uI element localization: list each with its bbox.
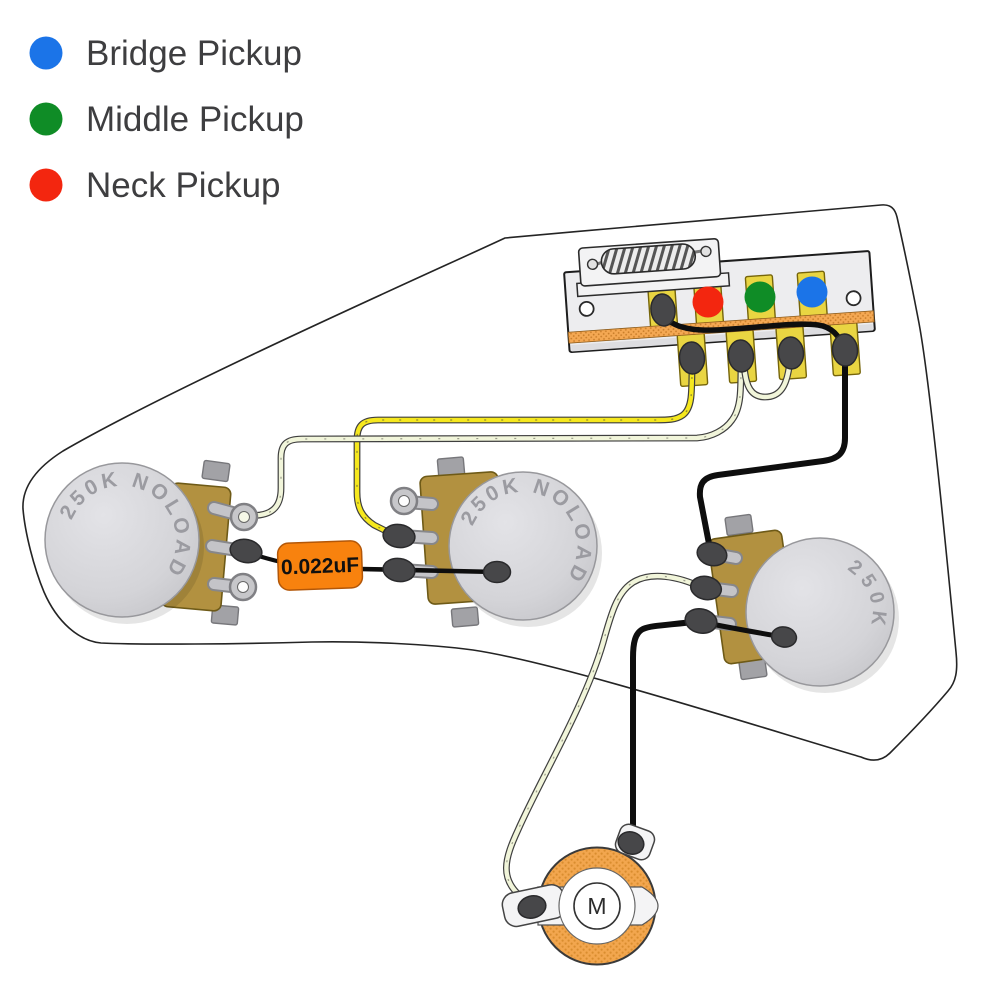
- bridge-position-dot-icon: [796, 276, 828, 308]
- wire-core: [239, 355, 744, 520]
- neck-pickup-dot-icon: [29, 168, 63, 202]
- solder-jack-tip: [517, 895, 547, 919]
- tone1-pot: 250K NOLOAD: [44, 459, 250, 626]
- pot-body: [745, 537, 895, 687]
- solder-joints: [229, 293, 859, 648]
- switch-spring-assembly: [576, 237, 731, 298]
- switch-mounting-hole: [845, 290, 862, 307]
- solder-switch-bottom1: [678, 341, 706, 375]
- pot-casing-tab: [201, 459, 231, 483]
- solder-switch-top1: [650, 293, 676, 327]
- solder-volume-casing-ground: [770, 626, 798, 648]
- pot-eyelets: [228, 486, 419, 602]
- output-jack: M: [501, 823, 659, 966]
- wire-white-switch-to-tone1: [238, 354, 745, 521]
- solder-volume-middle-lug: [689, 575, 723, 601]
- spring-hook-eye: [586, 258, 599, 271]
- legend-label-neck: Neck Pickup: [86, 166, 281, 205]
- eyelet-hole: [237, 581, 249, 593]
- eyelet-hole: [238, 511, 250, 523]
- solder-switch-bottom4: [831, 333, 859, 367]
- wire-black-switch-to-volume: [696, 352, 848, 552]
- capacitor-value: 0.022uF: [281, 554, 360, 580]
- wire-core: [741, 355, 793, 400]
- solder-tone2-bottom-lug: [382, 557, 416, 583]
- jack-mono-label: M: [587, 893, 606, 919]
- switch-pickup-dots: [692, 276, 828, 318]
- solder-jack-sleeve: [617, 830, 645, 856]
- middle-pickup-dot-icon: [29, 102, 63, 136]
- wire-white-volume-to-jack: [502, 572, 707, 903]
- wire-white-switch-jumper: [740, 354, 794, 401]
- solder-switch-bottom3: [777, 336, 805, 370]
- wire-yellow-switch-to-tone2: [353, 356, 696, 539]
- pot-body: [44, 462, 200, 618]
- wire-black-switch-jumper: [659, 310, 848, 354]
- wire-core: [354, 357, 695, 538]
- switch-spring-icon: [600, 243, 697, 275]
- legend: Bridge Pickup Middle Pickup Neck Pickup: [29, 34, 304, 205]
- spring-hook-eye: [700, 245, 712, 258]
- legend-label-bridge: Bridge Pickup: [86, 34, 302, 73]
- solder-volume-bottom-lug: [684, 608, 718, 634]
- pot-casing-tab: [724, 513, 754, 537]
- pot-body: [448, 471, 598, 621]
- pot-casing-tab: [450, 606, 480, 628]
- wire-core: [504, 573, 706, 902]
- legend-label-middle: Middle Pickup: [86, 100, 304, 139]
- capacitor-lead-right: [357, 566, 500, 575]
- tone-capacitor-assembly: 0.022uF: [243, 540, 500, 591]
- tone-capacitor: [276, 540, 364, 591]
- solder-tone2-middle-lug: [382, 523, 416, 549]
- solder-switch-bottom2: [727, 339, 755, 373]
- neck-position-dot-icon: [692, 286, 724, 318]
- solder-tone1-middle-lug: [229, 538, 263, 564]
- solder-volume-top-lug: [696, 541, 728, 567]
- switch-mounting-hole: [578, 300, 595, 317]
- bridge-pickup-dot-icon: [29, 36, 63, 70]
- middle-position-dot-icon: [744, 281, 776, 313]
- solder-tone2-casing-ground: [482, 560, 512, 584]
- eyelet-hole: [398, 495, 410, 507]
- jack-center: [573, 882, 621, 930]
